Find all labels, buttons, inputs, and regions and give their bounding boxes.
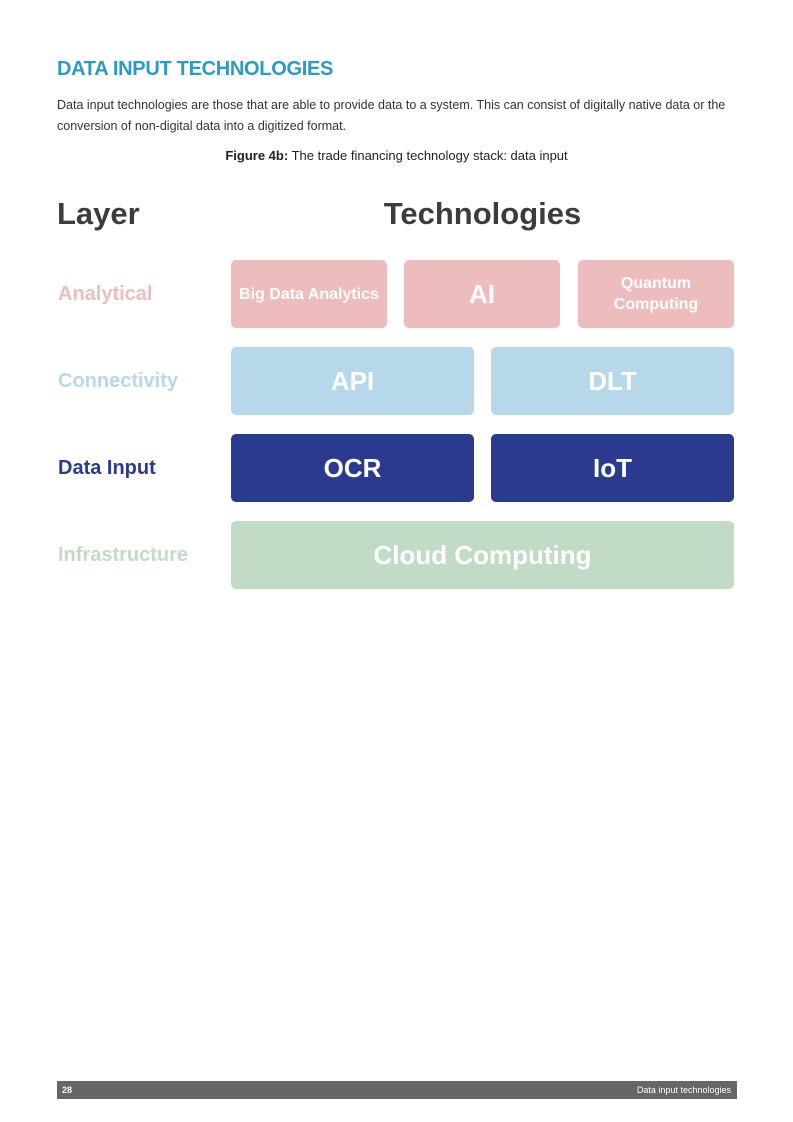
layer-column-header: Layer (57, 196, 140, 231)
tech-box-quantum-computing: Quantum Computing (578, 260, 734, 328)
tech-box-ocr: OCR (231, 434, 474, 502)
tech-label: Big Data Analytics (239, 285, 379, 303)
technologies-column-header: Technologies (383, 196, 582, 231)
tech-box-api: API (231, 347, 474, 415)
page-number: 28 (62, 1085, 73, 1095)
tech-box-dlt: DLT (491, 347, 734, 415)
layer-label-infrastructure: Infrastructure (58, 544, 189, 566)
intro-paragraph: Data input technologies are those that a… (57, 98, 726, 133)
figure-caption: Figure 4b: The trade financing technolog… (0, 148, 793, 163)
page-footer: 28 Data input technologies (57, 1081, 737, 1099)
tech-box-big-data-analytics: Big Data Analytics (231, 260, 387, 328)
tech-label: API (330, 365, 375, 396)
footer-section-title: Data input technologies (636, 1085, 731, 1095)
figure-caption-text: The trade financing technology stack: da… (291, 148, 568, 163)
page-heading: DATA INPUT TECHNOLOGIES (57, 58, 334, 80)
layer-label-analytical: Analytical (58, 283, 153, 305)
figure-label: Figure 4b: (225, 148, 289, 163)
tech-label: Cloud Computing (373, 539, 592, 570)
tech-label: IoT (593, 452, 632, 483)
tech-label: DLT (588, 365, 637, 396)
tech-label: AI (469, 278, 495, 309)
tech-box-ai: AI (404, 260, 560, 328)
tech-label: Quantum Computing (613, 275, 699, 313)
tech-box-iot: IoT (491, 434, 734, 502)
layer-label-connectivity: Connectivity (58, 370, 179, 392)
tech-label: OCR (323, 452, 382, 483)
layer-label-data-input: Data Input (58, 457, 156, 479)
tech-box-cloud-computing: Cloud Computing (231, 521, 734, 589)
